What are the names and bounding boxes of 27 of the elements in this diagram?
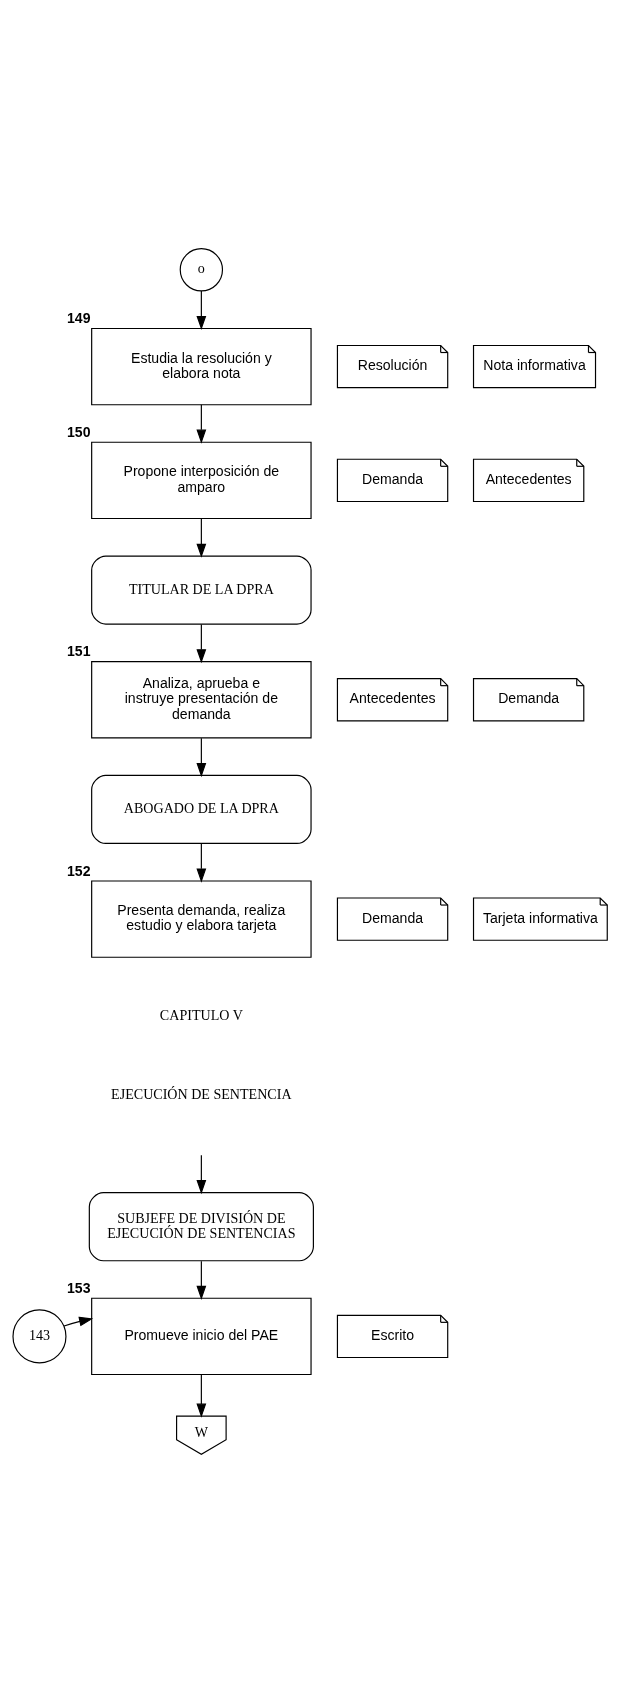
label: CAPITULO V (159, 1006, 243, 1023)
arrow (63, 1316, 94, 1327)
arrow (196, 1260, 207, 1300)
label: EJECUCIÓN DE SENTENCIA (111, 1085, 292, 1102)
node-label: 152 (67, 862, 91, 879)
arrow (196, 842, 207, 883)
node-box: SUBJEFE DE DIVISIÓN DE EJECUCIÓN DE SENTENCIAS (88, 1191, 314, 1261)
arrow (196, 403, 207, 444)
node-label: 149 (67, 309, 91, 326)
node-label: 153 (67, 1279, 91, 1296)
node-box: Promueve inicio del PAE (91, 1297, 312, 1375)
arrow (196, 517, 207, 558)
node-box: ABOGADO DE LA DPRA (91, 774, 312, 844)
arrow (196, 1154, 207, 1194)
node-box: TITULAR DE LA DPRA (91, 554, 312, 625)
arrow (196, 737, 207, 777)
arrow (196, 1373, 207, 1418)
node-circle: o (179, 247, 224, 291)
node-circle: 143 (12, 1308, 67, 1363)
node-box: Analiza, aprueba e instruye presentación de demanda (91, 660, 312, 738)
node-box: Presenta demanda, realiza estudio y elabora tarjeta (91, 879, 312, 958)
arrow (196, 289, 207, 330)
arrow (196, 623, 207, 663)
node-label: 151 (67, 642, 91, 659)
node-box: Estudia la resolución y elabora nota (91, 327, 312, 405)
node-label: 150 (67, 423, 91, 440)
node-box: Propone interposición de amparo (91, 441, 312, 519)
